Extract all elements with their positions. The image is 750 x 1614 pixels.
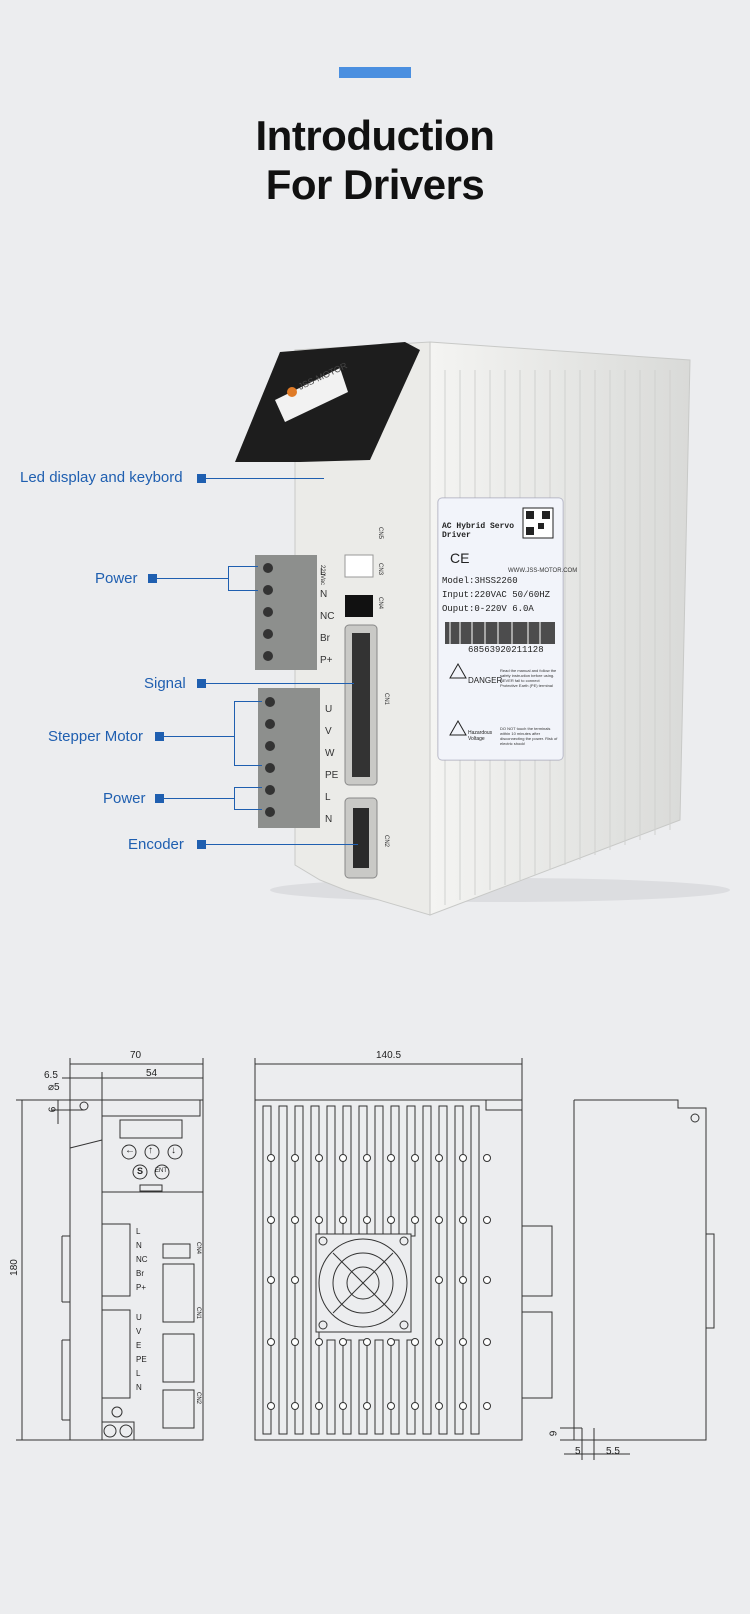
svg-text:NC: NC <box>320 611 334 622</box>
front-terminal-label: Br <box>136 1269 144 1278</box>
port-cn3: CN3 <box>377 562 384 576</box>
callout-bracket <box>234 701 262 702</box>
callout-dot <box>155 794 164 803</box>
front-terminal-label: V <box>136 1327 142 1336</box>
svg-text:W: W <box>325 748 335 759</box>
callout-bracket <box>234 765 262 766</box>
front-terminal-label: PE <box>136 1355 147 1364</box>
key-ent: ENT <box>155 1168 167 1174</box>
dim-9: 9 <box>548 1430 560 1437</box>
svg-text:N: N <box>320 589 327 600</box>
front-terminal-label: NC <box>136 1255 148 1264</box>
callout-bracket <box>234 701 235 765</box>
callout-dot <box>197 840 206 849</box>
label-hazard-title: Hazardous Voltage <box>468 730 493 742</box>
callout-line <box>164 798 234 799</box>
front-terminal-label: E <box>136 1341 142 1350</box>
callout-dot <box>155 732 164 741</box>
callout-dot <box>148 574 157 583</box>
svg-text:P+: P+ <box>320 655 333 666</box>
page-title-line1: Introduction <box>255 112 495 159</box>
callout-led-display: Led display and keybord <box>20 469 183 486</box>
callout-dot <box>197 474 206 483</box>
callout-power-2: Power <box>103 790 146 807</box>
key-s: S <box>137 1166 144 1176</box>
svg-text:L: L <box>325 792 331 803</box>
front-terminal-label: U <box>136 1313 142 1322</box>
dim-140-5: 140.5 <box>376 1050 402 1061</box>
front-terminal-label: N <box>136 1241 142 1250</box>
callout-line <box>164 736 234 737</box>
key-up-icon: ↑ <box>148 1145 153 1156</box>
dim-180: 180 <box>8 1259 20 1276</box>
dim-6: 6 <box>47 1106 59 1113</box>
callout-line <box>206 683 354 684</box>
label-model: Model:3HSS2260 <box>442 576 518 586</box>
label-danger-title: DANGER <box>468 676 503 685</box>
front-terminal-label: N <box>136 1383 142 1392</box>
dim-5-5: 5.5 <box>606 1446 620 1457</box>
page-title-line2: For Drivers <box>265 161 485 208</box>
port-cn5: CN5 <box>377 526 384 540</box>
callout-encoder: Encoder <box>128 836 184 853</box>
front-port-cn1: CN1 <box>195 1306 202 1320</box>
dim-6-5: 6.5 <box>44 1070 58 1081</box>
front-terminal-label: L <box>136 1227 141 1236</box>
callout-line <box>157 578 228 579</box>
svg-text:V: V <box>325 726 332 737</box>
dim-70: 70 <box>130 1050 142 1061</box>
callout-line <box>206 478 324 479</box>
callout-bracket <box>234 809 262 810</box>
dimension-drawing <box>16 1058 715 1460</box>
label-heading: AC Hybrid Servo Driver <box>442 522 515 540</box>
callout-power-1: Power <box>95 570 138 587</box>
callout-bracket <box>228 566 229 590</box>
voltage-mark: 220Vac <box>318 565 325 585</box>
label-danger-text: Read the manual and follow the safety in… <box>500 668 557 688</box>
svg-text:Br: Br <box>320 633 331 644</box>
label-input: Input:220VAC 50/60HZ <box>442 590 551 600</box>
front-port-cn2: CN2 <box>195 1391 202 1405</box>
key-left-icon: ← <box>125 1145 135 1156</box>
front-port-cn4: CN4 <box>195 1241 202 1255</box>
callout-bracket <box>234 787 235 809</box>
svg-text:PE: PE <box>325 770 339 781</box>
dim-5: 5 <box>575 1446 581 1457</box>
label-barcode-number: 68563920211128 <box>468 645 544 655</box>
callout-bracket <box>228 566 258 567</box>
front-terminal-label: P+ <box>136 1283 147 1292</box>
accent-bar <box>339 67 411 78</box>
front-terminal-label: L <box>136 1369 141 1378</box>
dim-d5: ⌀5 <box>48 1082 60 1093</box>
svg-text:L: L <box>320 567 326 578</box>
callout-dot <box>197 679 206 688</box>
callout-signal: Signal <box>144 675 186 692</box>
port-cn4: CN4 <box>377 596 384 610</box>
port-cn2: CN2 <box>383 834 390 848</box>
label-website: WWW.JSS-MOTOR.COM <box>508 568 578 574</box>
key-down-icon: ↓ <box>171 1145 176 1156</box>
label-output: Ouput:0-220V 6.0A <box>442 604 534 614</box>
label-hazard-text: DO NOT touch the terminals within 10 min… <box>500 726 558 746</box>
callout-bracket <box>234 787 262 788</box>
dim-54: 54 <box>146 1068 158 1079</box>
callout-line <box>206 844 358 845</box>
svg-text:U: U <box>325 704 332 715</box>
port-cn1: CN1 <box>383 692 390 706</box>
callout-bracket <box>228 590 258 591</box>
ce-mark: CE <box>450 550 470 566</box>
callout-stepper-motor: Stepper Motor <box>48 728 144 745</box>
svg-text:N: N <box>325 814 332 825</box>
